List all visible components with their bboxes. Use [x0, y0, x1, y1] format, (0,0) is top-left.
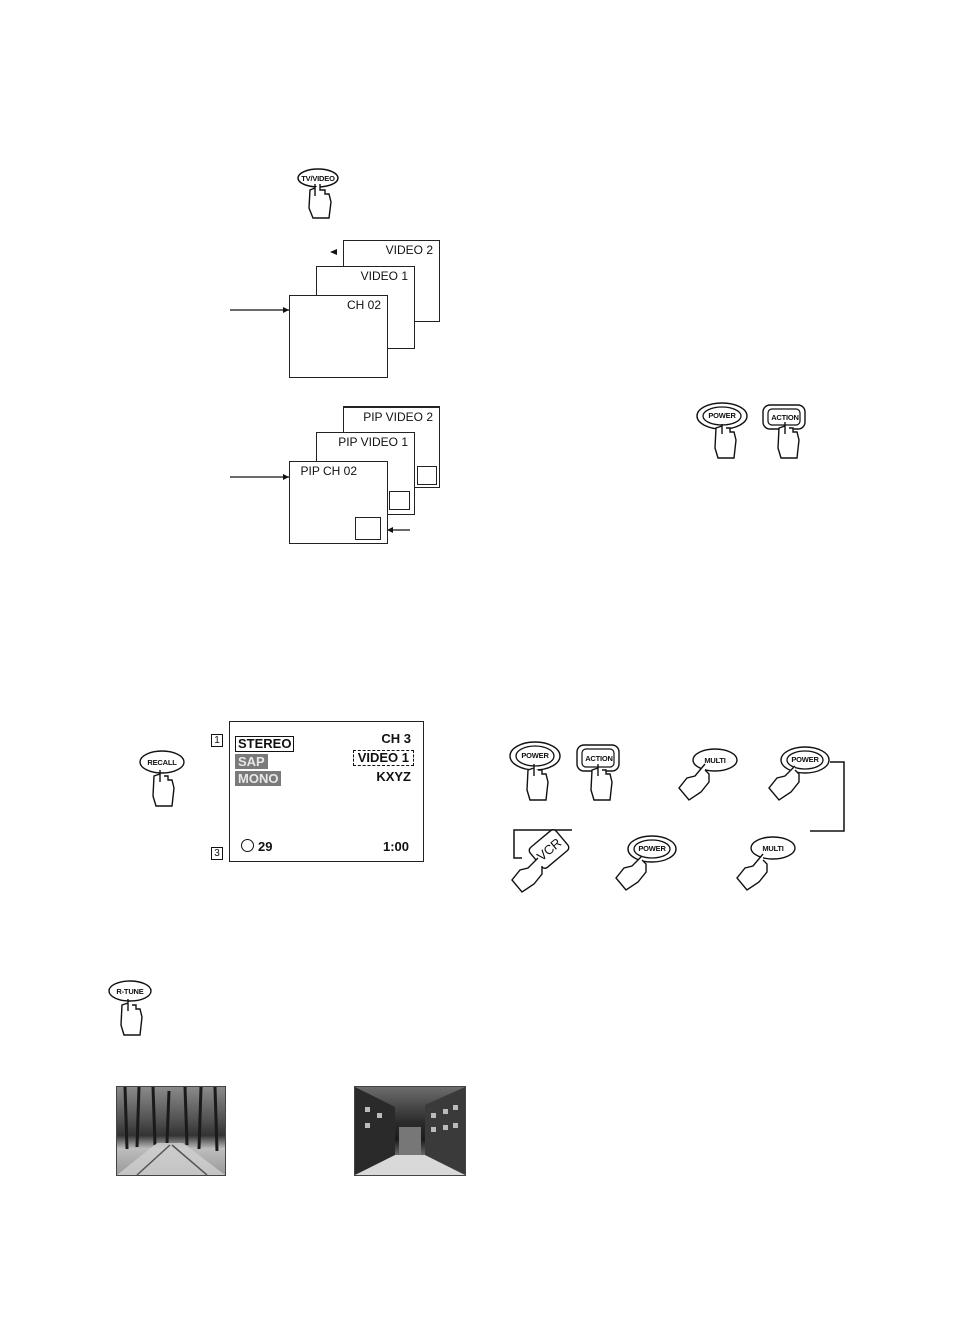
tv-video-label: TV/VIDEO [301, 174, 335, 183]
action-button[interactable]: ACTION [574, 740, 624, 804]
recall-display-screen: STEREO SAP MONO CH 3 VIDEO 1 KXYZ 29 1:0… [229, 721, 424, 862]
marker-3: 3 [211, 847, 223, 860]
clock-icon [241, 839, 254, 852]
power-label: POWER [706, 411, 738, 420]
power-button[interactable]: POWER [694, 400, 750, 462]
vcr-button[interactable]: VCR [508, 826, 574, 898]
marker-1: 1 [211, 734, 223, 747]
power-button[interactable]: POWER [612, 832, 678, 894]
video-input-diagram: VIDEO 2 VIDEO 1 CH 02 [230, 238, 450, 383]
city-scene-image [355, 1087, 465, 1175]
multi-button[interactable]: MULTI [733, 834, 799, 894]
sequence-bracket [808, 760, 848, 835]
pointing-hand-icon [574, 740, 624, 804]
multi-label: MULTI [699, 756, 731, 765]
pointing-hand-icon [760, 400, 810, 462]
sap-indicator: SAP [235, 754, 268, 769]
multi-label: MULTI [757, 844, 789, 853]
multi-button[interactable]: MULTI [675, 746, 741, 804]
tv-video-button[interactable]: TV/VIDEO [293, 166, 343, 224]
city-street-picture [354, 1086, 466, 1176]
recall-button[interactable]: RECALL [138, 748, 188, 810]
action-label: ACTION [583, 754, 615, 763]
channel-number: CH 3 [381, 731, 411, 746]
clock-time: 1:00 [383, 839, 409, 854]
pointing-hand-icon [675, 746, 741, 804]
power-label: POWER [519, 751, 551, 760]
video-arrows [230, 238, 450, 383]
r-tune-label: R-TUNE [112, 987, 148, 996]
input-indicator: VIDEO 1 [353, 750, 414, 766]
sleep-timer-value: 29 [258, 839, 272, 854]
sleep-timer: 29 [241, 839, 272, 854]
pointing-hand-icon [694, 400, 750, 462]
pip-input-diagram: PIP VIDEO 2 PIP VIDEO 1 PIP CH 02 [230, 404, 460, 549]
pointing-hand-icon [507, 738, 563, 804]
action-button[interactable]: ACTION [760, 400, 810, 462]
pointing-hand-icon [733, 834, 799, 894]
pip-arrows [230, 404, 460, 549]
pointing-hand-icon [612, 832, 678, 894]
recall-label: RECALL [144, 758, 180, 767]
station-id: KXYZ [376, 769, 411, 784]
stereo-indicator: STEREO [235, 736, 294, 752]
forest-road-picture [116, 1086, 226, 1176]
action-label: ACTION [769, 413, 801, 422]
r-tune-button[interactable]: R-TUNE [108, 978, 158, 1040]
mono-indicator: MONO [235, 771, 281, 786]
power-button[interactable]: POWER [507, 738, 563, 804]
forest-scene-image [117, 1087, 225, 1175]
power-label: POWER [636, 844, 668, 853]
